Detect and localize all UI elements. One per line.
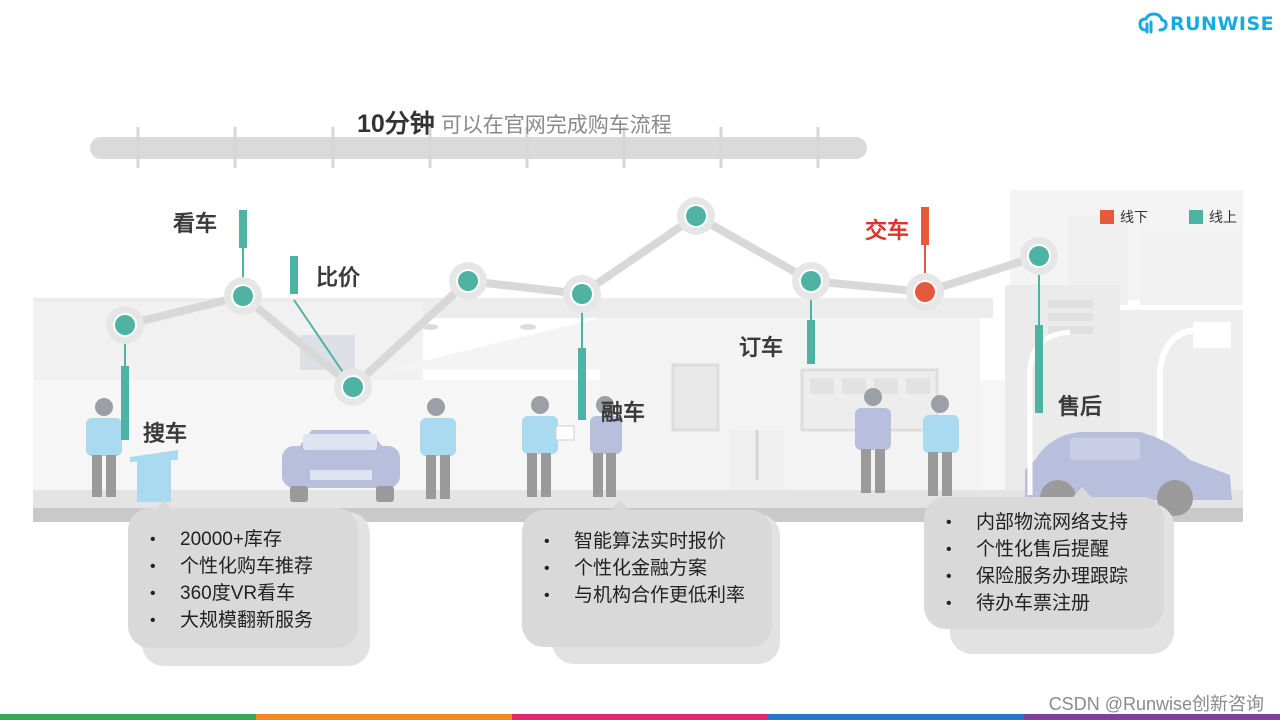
advisor-figure-1 bbox=[590, 396, 622, 497]
footer-segment bbox=[512, 714, 768, 720]
list-item: •智能算法实时报价 bbox=[544, 531, 727, 552]
journey-nodes bbox=[106, 197, 1058, 406]
legend-offline: 线下 bbox=[1100, 207, 1148, 227]
stage-markers bbox=[121, 207, 1043, 440]
node-finance bbox=[563, 275, 601, 313]
marker-bar-finance bbox=[578, 348, 586, 420]
marker-bar-aftersales bbox=[1035, 325, 1043, 413]
legend-label-offline: 线下 bbox=[1120, 209, 1148, 225]
marker-bar-deliver bbox=[921, 207, 929, 245]
headline-rest: 可以在官网完成购车流程 bbox=[440, 114, 672, 137]
advisor-figure-2 bbox=[855, 388, 891, 493]
legend-swatch-online bbox=[1189, 210, 1203, 224]
footer-segment bbox=[256, 714, 512, 720]
stage-label-deliver: 交车 bbox=[865, 218, 910, 243]
headline-strong: 10分钟 bbox=[357, 110, 435, 138]
node-order bbox=[792, 262, 830, 300]
kiosk bbox=[130, 450, 178, 502]
list-item: •保险服务办理跟踪 bbox=[946, 566, 1129, 587]
legend-online: 线上 bbox=[1189, 207, 1237, 227]
node-deliver bbox=[906, 273, 944, 311]
car-front bbox=[282, 430, 400, 502]
list-item: •20000+库存 bbox=[150, 529, 282, 550]
stage-label-order: 订车 bbox=[739, 335, 784, 360]
legend-swatch-offline bbox=[1100, 210, 1114, 224]
list-item: •大规模翻新服务 bbox=[150, 610, 314, 631]
stage-label-aftersales: 售后 bbox=[1058, 394, 1103, 419]
stage-label-view: 看车 bbox=[173, 211, 218, 236]
list-item: •与机构合作更低利率 bbox=[544, 585, 746, 606]
list-item: •360度VR看车 bbox=[150, 583, 296, 604]
cloud-icon bbox=[1138, 12, 1168, 34]
stage-label-compare: 比价 bbox=[316, 265, 361, 290]
customer-figure-1 bbox=[86, 398, 122, 497]
customer-figure-3 bbox=[522, 396, 575, 497]
legend-label-online: 线上 bbox=[1209, 209, 1237, 225]
footer-segment bbox=[0, 714, 256, 720]
logo-text: RUNWISE bbox=[1170, 13, 1275, 35]
node-search bbox=[106, 306, 144, 344]
list-item: •内部物流网络支持 bbox=[946, 512, 1129, 533]
node-view bbox=[224, 277, 262, 315]
list-item: •待办车票注册 bbox=[946, 593, 1091, 614]
watermark: CSDN @Runwise创新咨询 bbox=[1048, 694, 1264, 714]
node-compare bbox=[334, 368, 372, 406]
marker-bar-search bbox=[121, 366, 129, 440]
node-6 bbox=[677, 197, 715, 235]
list-item: •个性化金融方案 bbox=[544, 558, 708, 579]
marker-bar-view bbox=[239, 210, 247, 248]
footer-color-bar bbox=[0, 714, 1280, 720]
node-aftersales bbox=[1020, 237, 1058, 275]
stage-label-search: 搜车 bbox=[143, 421, 188, 446]
list-item: •个性化售后提醒 bbox=[946, 539, 1110, 560]
marker-bar-compare bbox=[290, 256, 298, 294]
customer-figure-2 bbox=[420, 398, 456, 499]
headline: 10分钟可以在官网完成购车流程 bbox=[357, 104, 672, 140]
marker-bar-order bbox=[807, 320, 815, 364]
timer-track bbox=[90, 127, 867, 168]
brand-logo: RUNWISE bbox=[1138, 10, 1274, 38]
footer-segment bbox=[768, 714, 1024, 720]
customer-figure-4 bbox=[923, 395, 959, 496]
store-background bbox=[33, 190, 1243, 495]
stage-label-finance: 融车 bbox=[601, 400, 646, 425]
node-4 bbox=[449, 262, 487, 300]
footer-segment bbox=[1024, 714, 1280, 720]
list-item: •个性化购车推荐 bbox=[150, 556, 314, 577]
